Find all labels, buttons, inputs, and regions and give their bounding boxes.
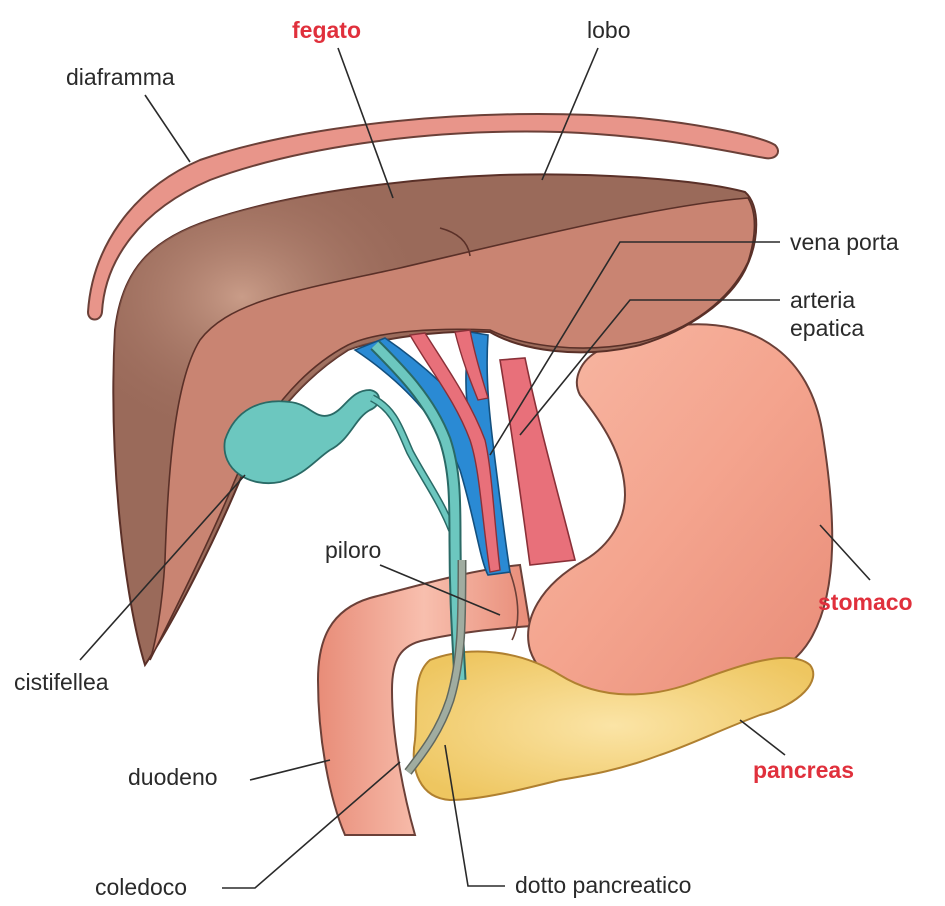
label-coledoco: coledoco [95, 874, 187, 900]
stomach-shape [528, 324, 832, 698]
label-cistifellea: cistifellea [14, 669, 109, 695]
label-fegato: fegato [292, 17, 361, 43]
label-stomaco: stomaco [818, 589, 913, 615]
label-lobo: lobo [587, 17, 630, 43]
label-duodeno: duodeno [128, 764, 218, 790]
leader-pancreas [740, 720, 785, 755]
label-epatica: epatica [790, 315, 864, 341]
leader-diaframma [145, 95, 190, 162]
label-piloro: piloro [325, 537, 381, 563]
label-vena-porta: vena porta [790, 229, 899, 255]
label-diaframma: diaframma [66, 64, 175, 90]
label-dotto-pancreatico: dotto pancreatico [515, 872, 691, 898]
aorta-trunk [500, 358, 575, 565]
label-arteria: arteria [790, 287, 855, 313]
leader-duodeno [250, 760, 330, 780]
label-pancreas: pancreas [753, 757, 854, 783]
